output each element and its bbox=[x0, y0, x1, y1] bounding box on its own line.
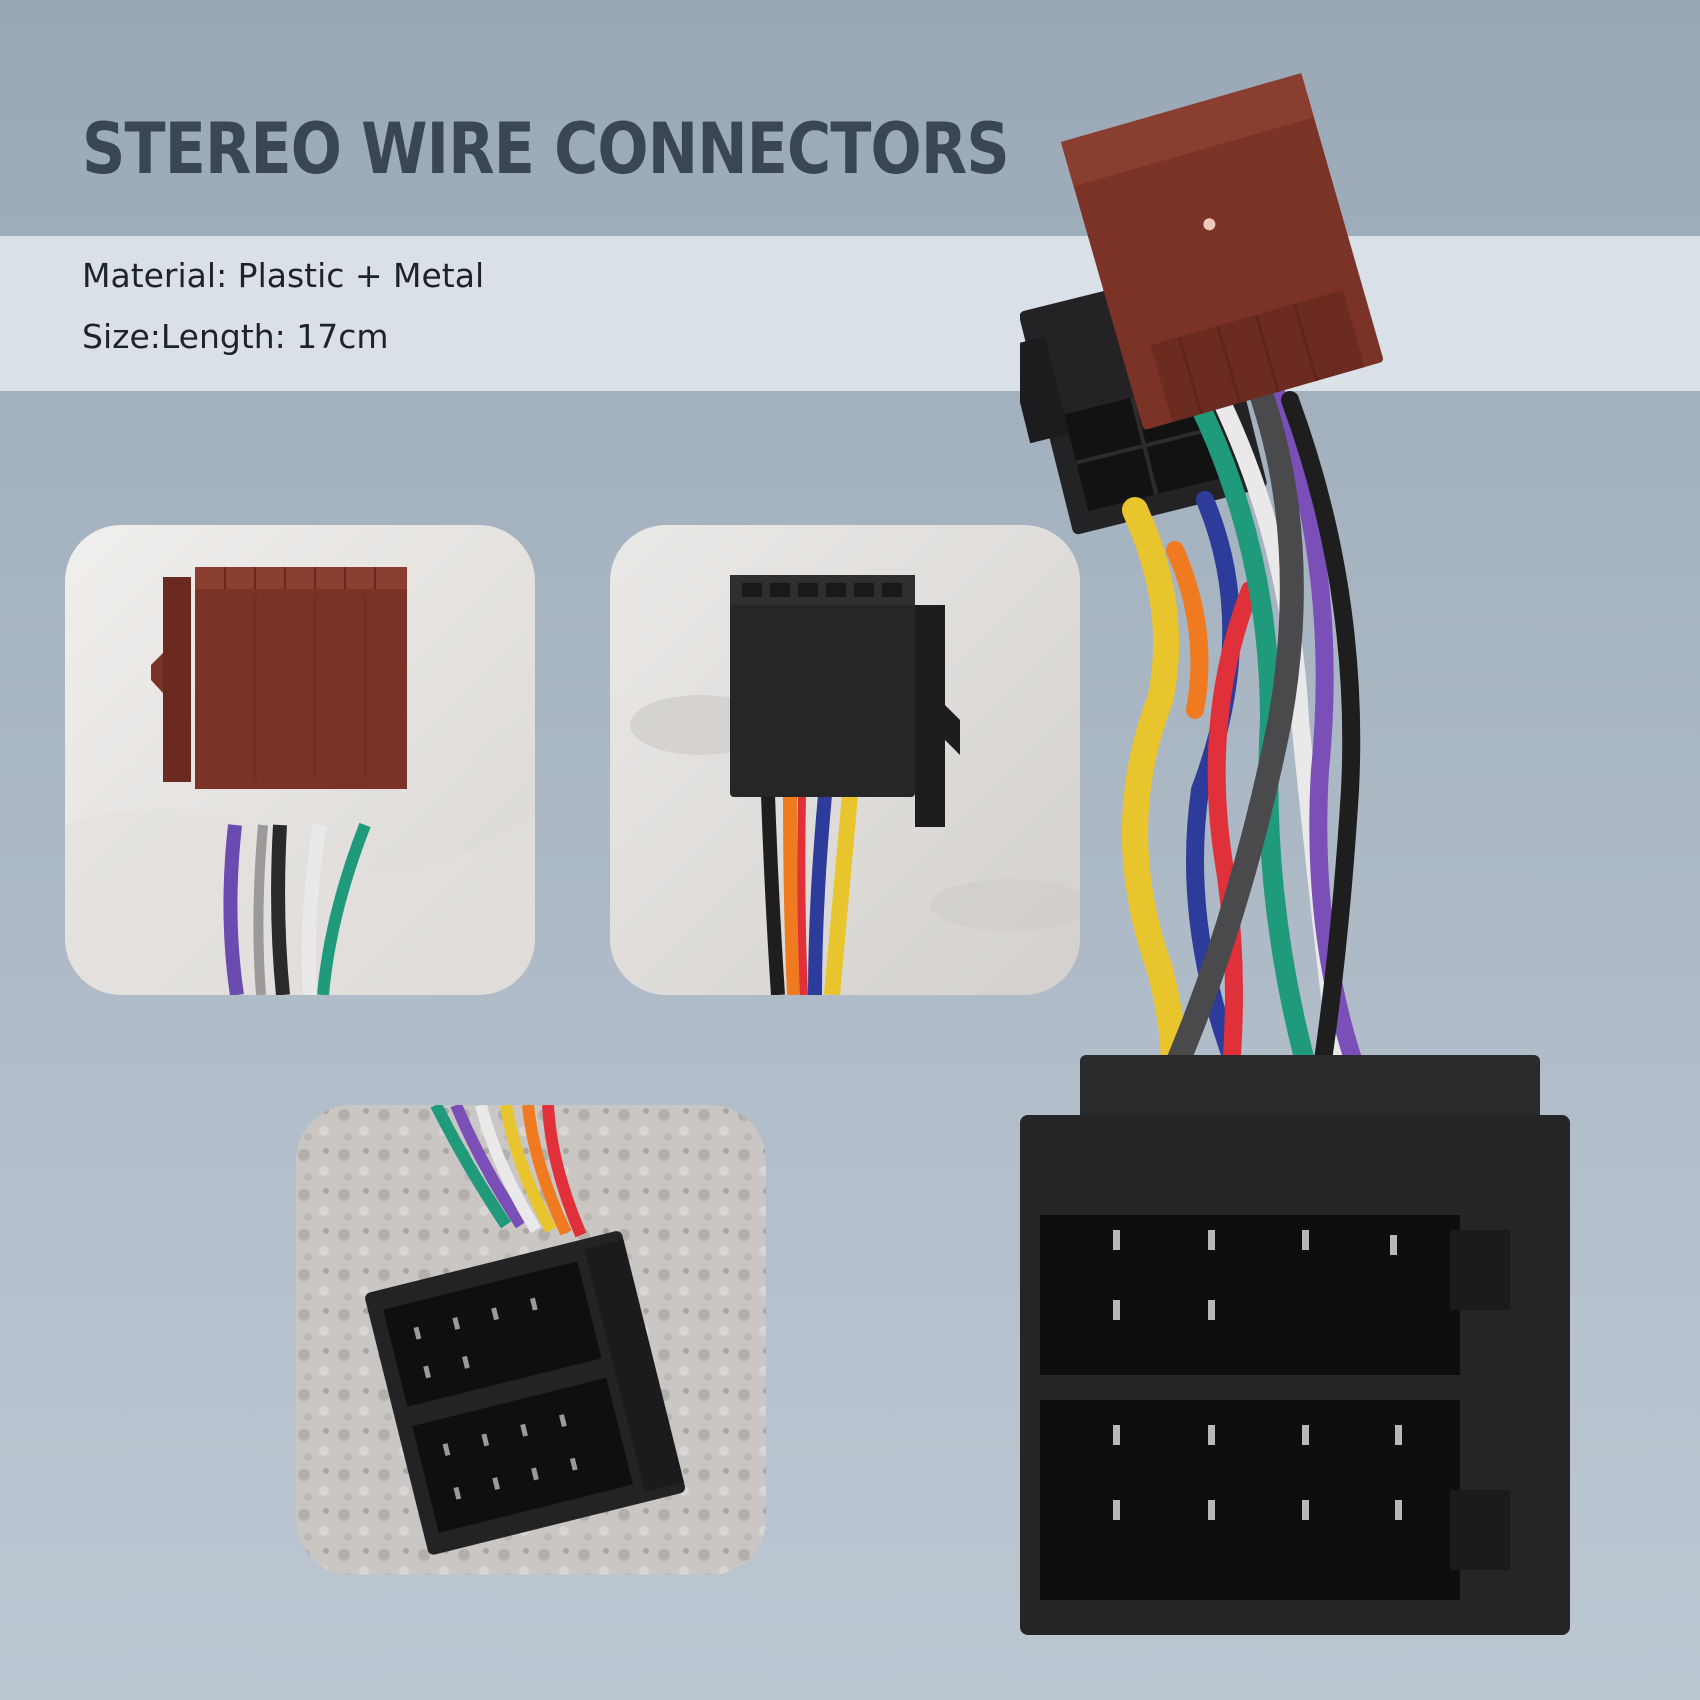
size-spec: Size:Length: 17cm bbox=[82, 317, 389, 356]
detail-photo-brown-connector bbox=[65, 525, 535, 995]
detail-photo-black-plug bbox=[610, 525, 1080, 995]
iso-socket-illustration bbox=[296, 1105, 766, 1575]
material-spec: Material: Plastic + Metal bbox=[82, 256, 485, 295]
page-title: STEREO WIRE CONNECTORS bbox=[82, 108, 1010, 190]
brown-connector-illustration bbox=[65, 525, 535, 995]
specs-band bbox=[0, 236, 1700, 391]
detail-photo-iso-socket bbox=[296, 1105, 766, 1575]
main-photo-wire-harness bbox=[1006, 70, 1680, 1650]
black-plug-illustration bbox=[610, 525, 1080, 995]
wire-harness-illustration bbox=[1006, 73, 1570, 1635]
